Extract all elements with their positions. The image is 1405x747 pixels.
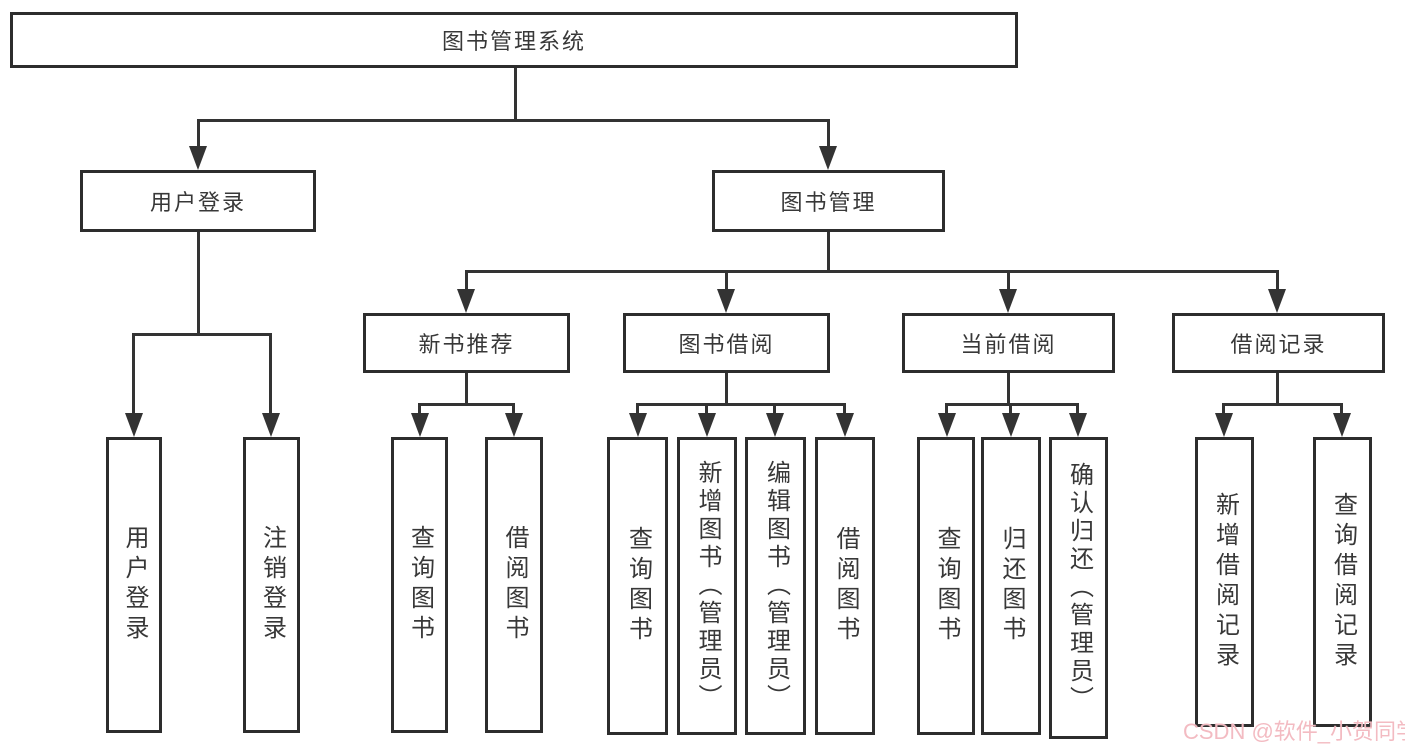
node-label: 图书借阅 [678,332,775,357]
arrowhead-down-icon [717,289,735,313]
leaf-add-borrow-record: 新增借阅记录 [1195,437,1254,727]
connector-line [197,232,200,336]
leaf-query-books-3: 查询图书 [917,437,975,735]
arrowhead-down-icon [1333,413,1351,437]
node-label: 当前借阅 [960,332,1057,357]
arrowhead-down-icon [411,413,429,437]
arrowhead-down-icon [819,146,837,170]
connector-line [636,403,639,417]
leaf-label: 查询图书 [624,526,652,646]
leaf-label: 借阅图书 [832,526,859,646]
leaf-logout: 注销登录 [243,437,300,733]
arrowhead-down-icon [999,289,1017,313]
arrowhead-down-icon [189,146,207,170]
connector-line [827,119,830,149]
arrowhead-down-icon [262,413,280,437]
connector-line [843,403,846,417]
leaf-label: 确认归还（管理员） [1065,462,1093,714]
node-label: 用户登录 [149,190,246,215]
csdn-watermark: CSDN @软件_小贺同学 [1183,719,1405,744]
connector-line [773,403,776,417]
connector-line [1007,270,1010,295]
leaf-edit-book-admin: 编辑图书（管理员） [745,437,806,735]
connector-line [132,333,135,415]
leaf-label: 新增借阅记录 [1211,492,1239,672]
leaf-label: 归还图书 [998,526,1025,646]
connector-line [1276,373,1279,406]
leaf-confirm-return-admin: 确认归还（管理员） [1049,437,1108,739]
node-current-borrow: 当前借阅 [902,313,1115,373]
arrowhead-down-icon [629,413,647,437]
connector-line [269,333,272,415]
node-label: 借阅记录 [1230,332,1327,357]
leaf-query-books-1: 查询图书 [391,437,448,733]
connector-line [465,373,468,406]
connector-line [1009,403,1012,417]
connector-line [1007,373,1010,406]
connector-line [725,270,728,295]
node-label: 新书推荐 [418,332,515,357]
leaf-label: 新增图书（管理员） [694,460,721,712]
node-borrow-records: 借阅记录 [1172,313,1385,373]
node-root-label: 图书管理系统 [441,29,586,54]
arrowhead-down-icon [698,413,716,437]
arrowhead-down-icon [505,413,523,437]
leaf-label: 用户登录 [121,525,148,645]
connector-line [465,270,1279,273]
connector-line [1340,403,1343,417]
arrowhead-down-icon [1002,413,1020,437]
node-root: 图书管理系统 [10,12,1018,68]
connector-line [1222,403,1225,417]
connector-line [197,119,830,122]
node-book-borrow: 图书借阅 [623,313,830,373]
arrowhead-down-icon [1215,413,1233,437]
arrowhead-down-icon [766,413,784,437]
node-user-login-branch: 用户登录 [80,170,316,232]
arrowhead-down-icon [836,413,854,437]
leaf-add-book-admin: 新增图书（管理员） [677,437,737,735]
leaf-label: 编辑图书（管理员） [762,460,790,712]
node-label: 图书管理 [780,190,877,215]
connector-line [705,403,708,417]
leaf-query-borrow-record: 查询借阅记录 [1313,437,1372,727]
connector-line [512,403,515,417]
leaf-borrow-books-1: 借阅图书 [485,437,543,733]
connector-line [945,403,1079,406]
connector-line [465,270,468,295]
node-book-management-branch: 图书管理 [712,170,945,232]
connector-line [1222,403,1343,406]
arrowhead-down-icon [125,413,143,437]
leaf-query-books-2: 查询图书 [607,437,668,735]
leaf-borrow-books-2: 借阅图书 [815,437,875,735]
connector-line [418,403,515,406]
connector-line [132,333,272,336]
connector-line [418,403,421,417]
leaf-label: 查询图书 [406,525,434,645]
node-new-book-recommend: 新书推荐 [363,313,570,373]
arrowhead-down-icon [457,289,475,313]
connector-line [636,403,846,406]
arrowhead-down-icon [1069,413,1087,437]
connector-line [945,403,948,417]
leaf-label: 借阅图书 [501,525,528,645]
leaf-user-login: 用户登录 [106,437,162,733]
leaf-label: 查询借阅记录 [1329,492,1357,672]
connector-line [514,68,517,121]
arrowhead-down-icon [938,413,956,437]
connector-line [1276,270,1279,295]
connector-line [197,119,200,149]
connector-line [725,373,728,406]
leaf-return-books: 归还图书 [981,437,1041,735]
connector-line [827,232,830,273]
leaf-label: 查询图书 [933,526,960,646]
arrowhead-down-icon [1268,289,1286,313]
connector-line [1076,403,1079,417]
leaf-label: 注销登录 [258,525,286,645]
